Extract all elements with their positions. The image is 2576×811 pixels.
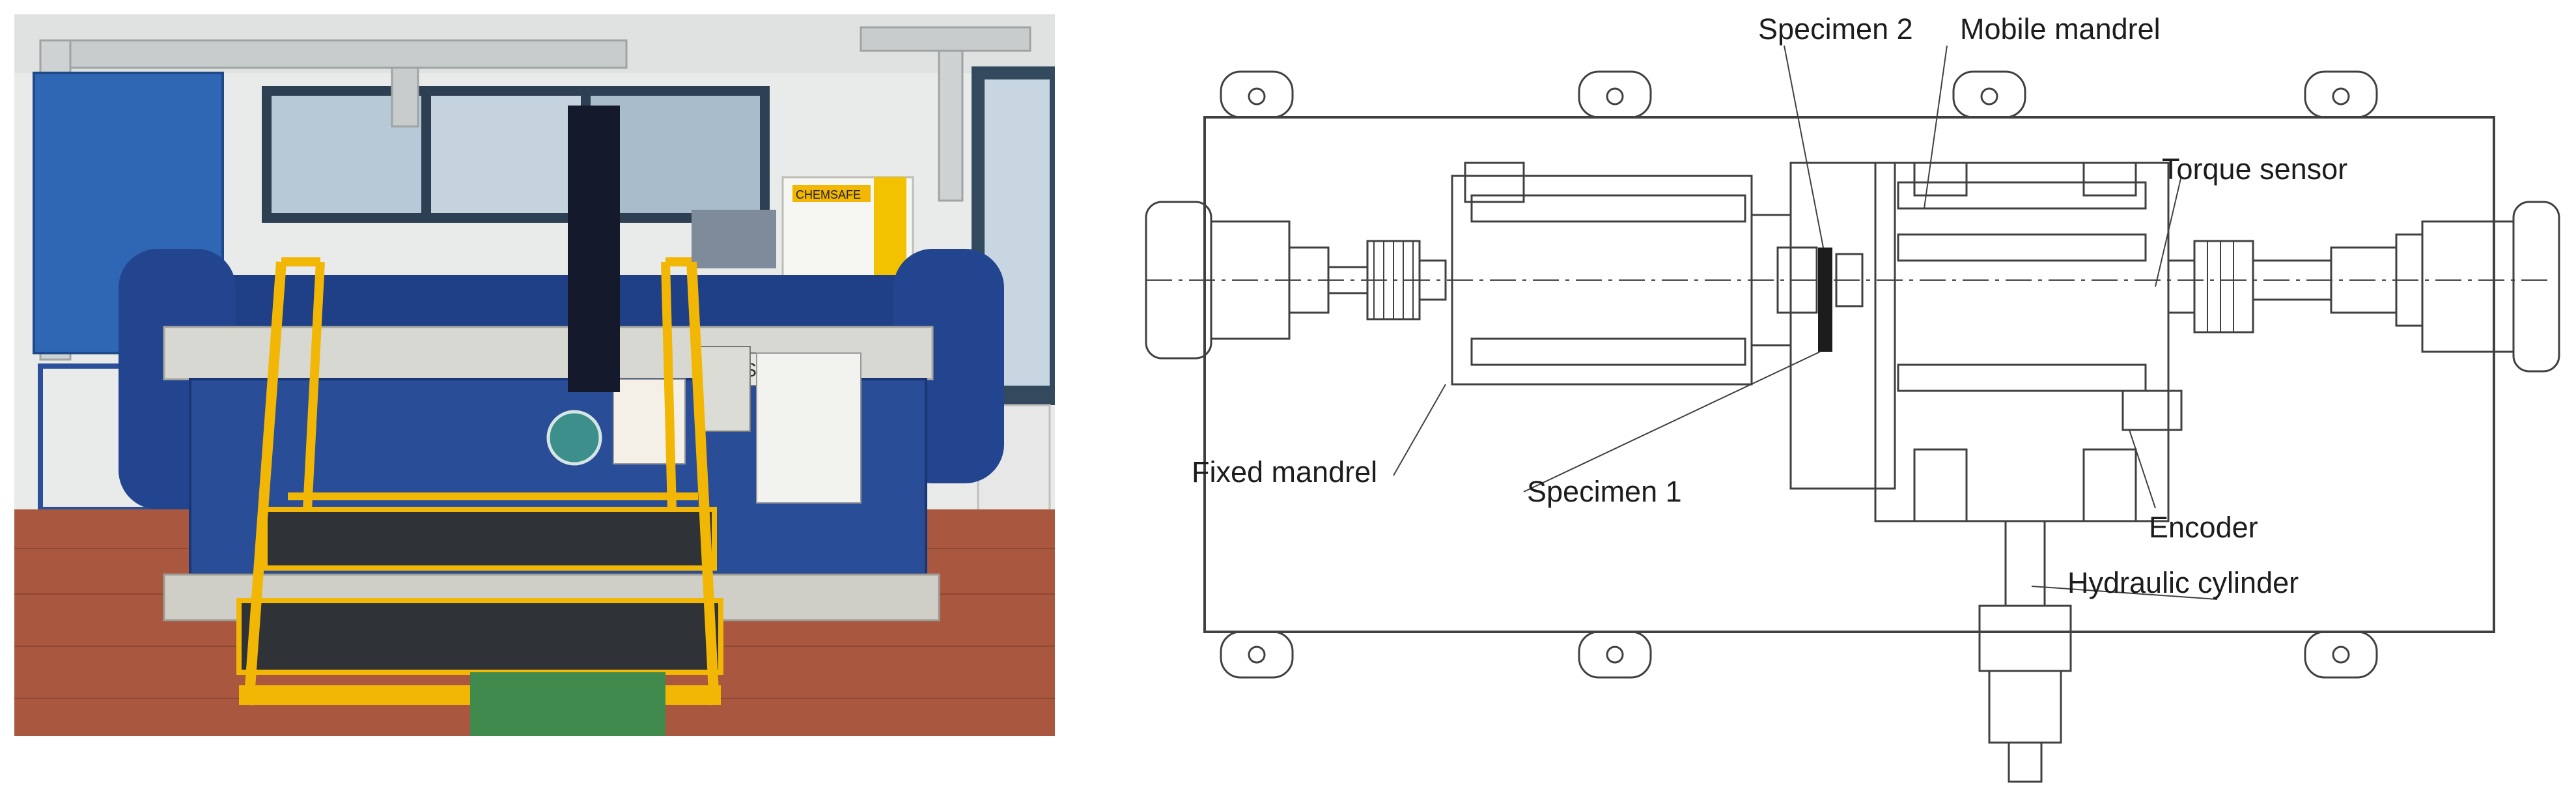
label-fixed-mandrel: Fixed mandrel xyxy=(1192,455,1377,489)
right-drive-assembly xyxy=(2167,201,2560,373)
leader-torque-sensor xyxy=(2155,175,2182,287)
specimen-disc xyxy=(1818,248,1832,352)
leader-fixed-mandrel xyxy=(1393,384,1446,476)
encoder-box xyxy=(2121,390,2183,431)
leader-specimen-2 xyxy=(1784,45,1824,248)
hydraulic-cylinder-drawing xyxy=(1978,520,2072,783)
callout-leaders xyxy=(1393,45,2218,600)
yellow-cabinet-door xyxy=(874,177,906,281)
label-mobile-mandrel: Mobile mandrel xyxy=(1960,12,2161,46)
leader-specimen-1 xyxy=(1523,351,1821,492)
access-stairs xyxy=(236,257,723,736)
label-hydraulic-cylinder: Hydraulic cylinder xyxy=(2067,566,2299,599)
schematic-svg: Specimen 2 Mobile mandrel Torque sensor … xyxy=(1145,12,2560,783)
label-encoder: Encoder xyxy=(2149,511,2258,544)
fixed-mandrel-housing xyxy=(1451,162,1792,386)
specimen-support-plate xyxy=(1789,162,1896,490)
mobile-mandrel-assembly xyxy=(1874,162,2183,522)
specimen-2-block xyxy=(1835,253,1864,307)
specimen-region xyxy=(1776,162,1896,490)
left-end-assembly xyxy=(1145,201,1447,360)
label-specimen-2: Specimen 2 xyxy=(1758,12,1913,46)
chemsafe-sign-text: CHEMSAFE xyxy=(796,188,861,201)
chemsafe-sign xyxy=(792,185,871,202)
base-frame xyxy=(1203,116,2495,633)
label-torque-sensor: Torque sensor xyxy=(2162,152,2347,186)
test-rig-photo-drawing: CHEMSAFE SAVE xyxy=(14,14,1055,736)
mounting-feet xyxy=(1220,70,2378,679)
schematic-drawing: Specimen 2 Mobile mandrel Torque sensor … xyxy=(1107,0,2576,811)
leader-mobile-mandrel xyxy=(1924,45,1948,209)
leader-encoder xyxy=(2129,429,2156,509)
specimen-1-block xyxy=(1776,246,1818,314)
label-specimen-1: Specimen 1 xyxy=(1527,475,1682,508)
test-rig-photo: CHEMSAFE SAVE xyxy=(14,14,1055,736)
leader-hydraulic-cylinder xyxy=(2031,586,2218,600)
